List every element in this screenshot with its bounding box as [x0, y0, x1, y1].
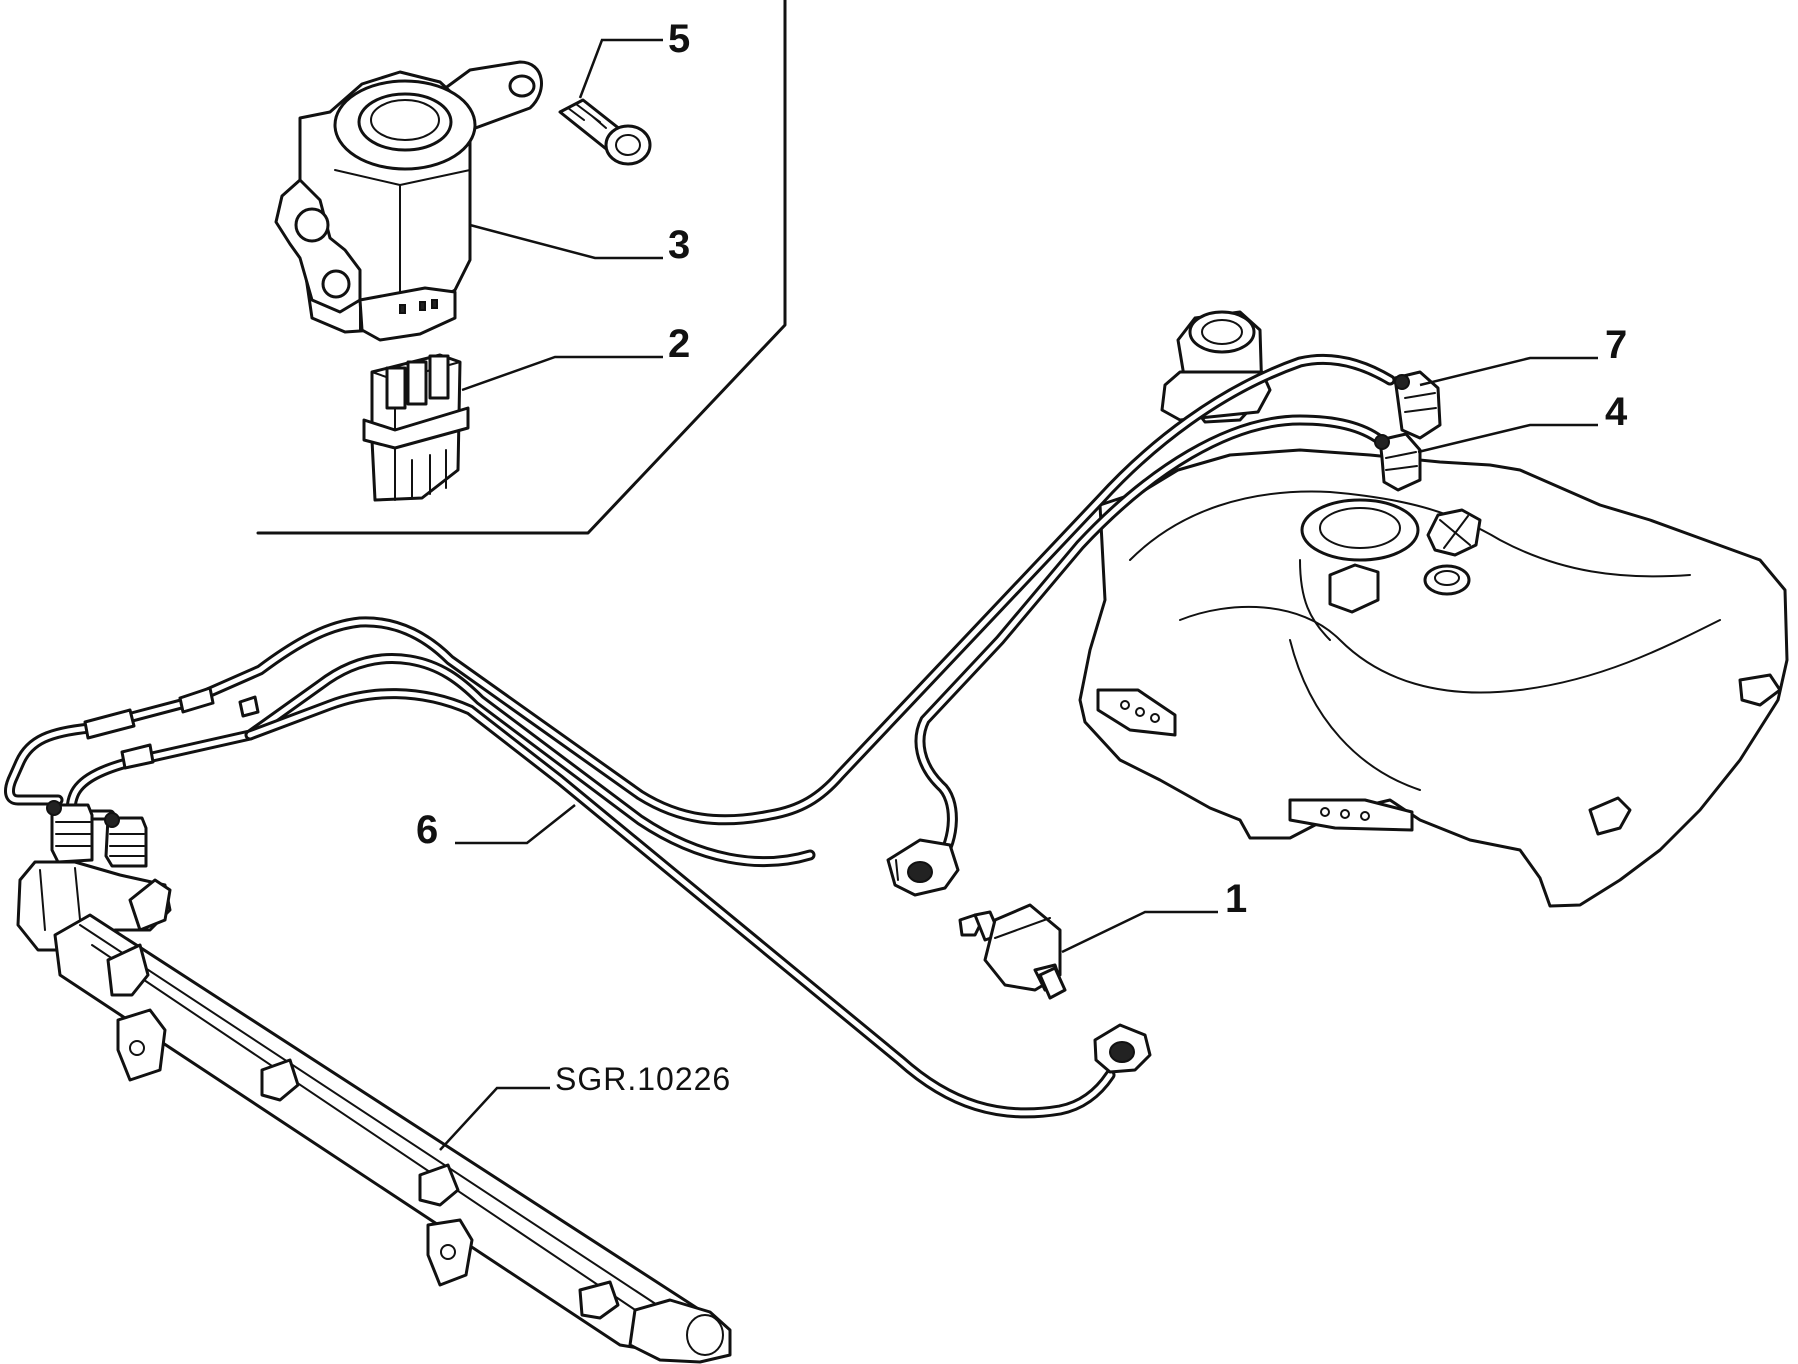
fuel-tank — [1078, 310, 1789, 908]
callout-labels: 5 3 2 7 4 6 1 SGR.10226 — [416, 17, 1628, 1097]
callout-5: 5 — [668, 17, 690, 61]
fuel-filter — [958, 903, 1067, 1000]
leader-lines — [439, 38, 1598, 1151]
reference-code: SGR.10226 — [555, 1061, 731, 1097]
fuel-lines — [4, 353, 1396, 1119]
inset-frame — [256, 0, 787, 535]
callout-6: 6 — [416, 808, 438, 852]
electrical-connector — [362, 353, 470, 502]
callout-7: 7 — [1605, 323, 1627, 367]
left-hose-fittings — [46, 800, 148, 868]
callout-1: 1 — [1225, 877, 1247, 921]
callout-4: 4 — [1605, 390, 1628, 434]
solenoid-valve — [274, 60, 543, 342]
fuel-rail — [16, 860, 732, 1364]
callout-3: 3 — [668, 223, 690, 267]
line-connectors — [886, 370, 1442, 1074]
callout-2: 2 — [668, 322, 690, 366]
screw — [558, 98, 652, 166]
